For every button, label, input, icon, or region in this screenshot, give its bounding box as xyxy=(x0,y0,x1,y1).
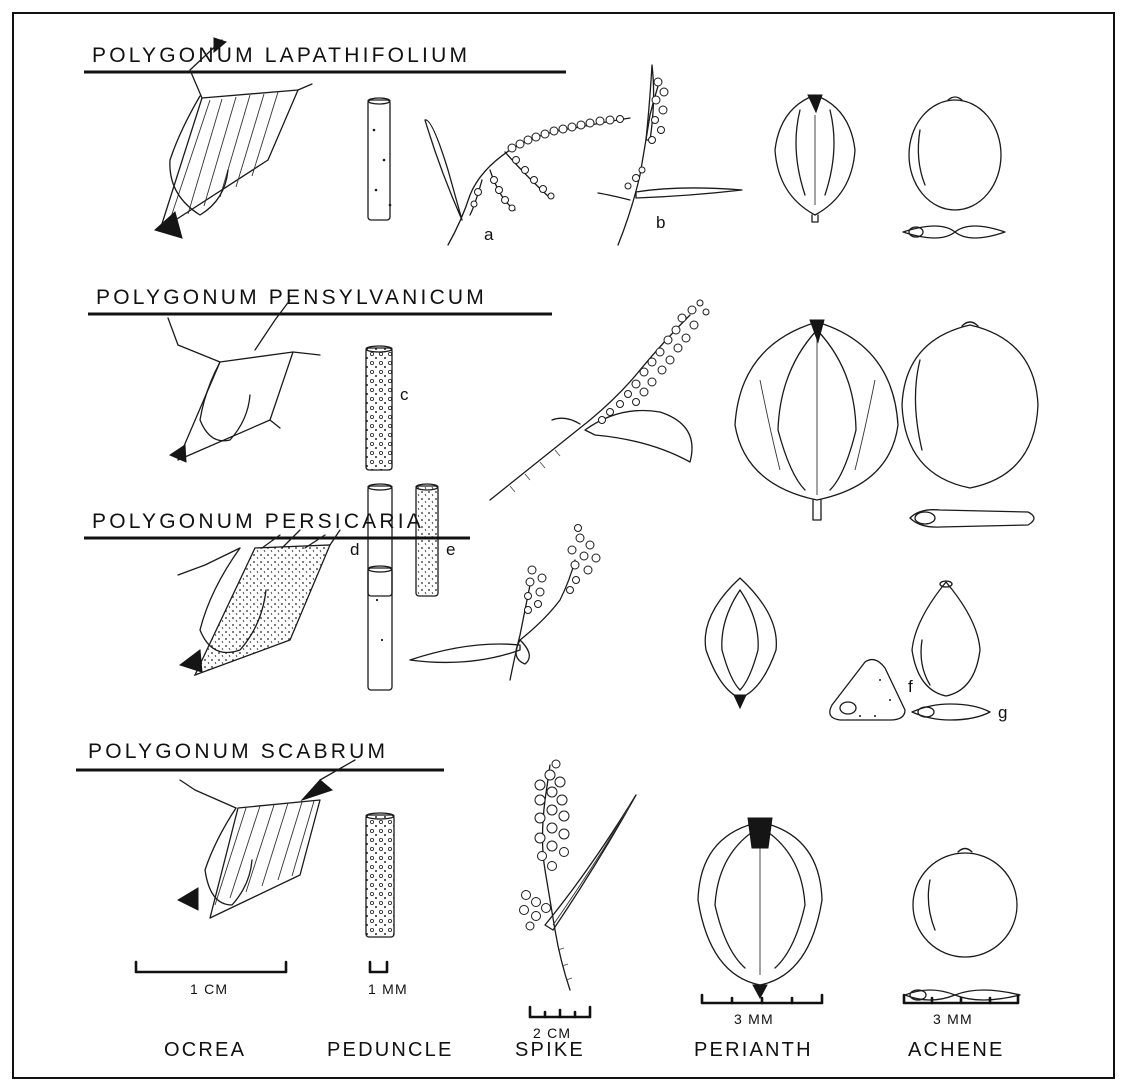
spike-lapathifolium-b: b xyxy=(598,65,742,245)
spike-pensylvanicum xyxy=(490,300,709,500)
scale-bar-peduncle: 1 MM xyxy=(368,962,408,997)
perianth-scabrum xyxy=(698,818,822,998)
ocrea-pensylvanicum xyxy=(168,300,320,462)
peduncle-scabrum xyxy=(366,813,394,937)
spike-scabrum xyxy=(520,760,637,990)
ocrea-persicaria xyxy=(178,530,340,675)
peduncle-label-c: c xyxy=(400,385,409,404)
perianth-persicaria xyxy=(705,578,776,708)
perianth-pensylvanicum xyxy=(735,320,898,520)
row-persicaria: POLYGONUM PERSICARIA xyxy=(84,510,1007,722)
peduncle-label-e: e xyxy=(446,540,455,559)
achene-persicaria: g xyxy=(912,581,1007,722)
scale-label-ocrea: 1 CM xyxy=(190,981,228,997)
column-label-peduncle: PEDUNCLE xyxy=(327,1039,454,1061)
scale-bar-ocrea: 1 CM xyxy=(136,962,286,997)
peduncle-pensylvanicum-c: c xyxy=(366,346,409,470)
achene-label-g: g xyxy=(998,703,1007,722)
column-label-perianth: PERIANTH xyxy=(694,1039,813,1061)
species-title-scabrum: POLYGONUM SCABRUM xyxy=(88,740,388,763)
column-label-spike: SPIKE xyxy=(515,1039,585,1061)
peduncle-pensylvanicum-e: e xyxy=(416,484,455,596)
achene-section-persicaria-f: f xyxy=(830,660,913,720)
scale-bar-perianth: 3 MM xyxy=(702,995,822,1027)
ocrea-scabrum xyxy=(178,760,355,918)
scale-label-achene: 3 MM xyxy=(933,1011,973,1027)
peduncle-lapathifolium xyxy=(368,98,391,220)
peduncle-persicaria xyxy=(368,566,392,690)
perianth-lapathifolium xyxy=(775,95,855,222)
column-label-ocrea: OCREA xyxy=(164,1039,246,1061)
species-title-lapathifolium: POLYGONUM LAPATHIFOLIUM xyxy=(92,44,470,67)
spike-label-a: a xyxy=(484,225,494,244)
row-lapathifolium: POLYGONUM LAPATHIFOLIUM xyxy=(84,38,1005,245)
achene-lapathifolium xyxy=(903,97,1005,238)
species-title-pensylvanicum: POLYGONUM PENSYLVANICUM xyxy=(96,286,487,309)
spike-label-b: b xyxy=(656,213,665,232)
column-label-achene: ACHENE xyxy=(908,1039,1005,1061)
scale-bar-spike: 2 CM xyxy=(530,1007,590,1041)
column-labels: OCREA PEDUNCLE SPIKE PERIANTH ACHENE xyxy=(164,1039,1005,1061)
achene-scabrum xyxy=(905,849,1020,1001)
ocrea-lapathifolium xyxy=(155,38,312,238)
achene-label-f: f xyxy=(908,677,913,696)
peduncle-label-d: d xyxy=(350,540,359,559)
achene-pensylvanicum xyxy=(902,322,1038,527)
row-scabrum: POLYGONUM SCABRUM xyxy=(76,740,1020,1000)
species-title-persicaria: POLYGONUM PERSICARIA xyxy=(92,510,424,533)
scale-label-peduncle: 1 MM xyxy=(368,981,408,997)
row-pensylvanicum: POLYGONUM PENSYLVANICUM c d e xyxy=(88,286,1038,596)
spike-lapathifolium-a: a xyxy=(425,116,630,246)
peduncle-pensylvanicum-d: d xyxy=(350,484,392,596)
scale-label-perianth: 3 MM xyxy=(734,1011,774,1027)
